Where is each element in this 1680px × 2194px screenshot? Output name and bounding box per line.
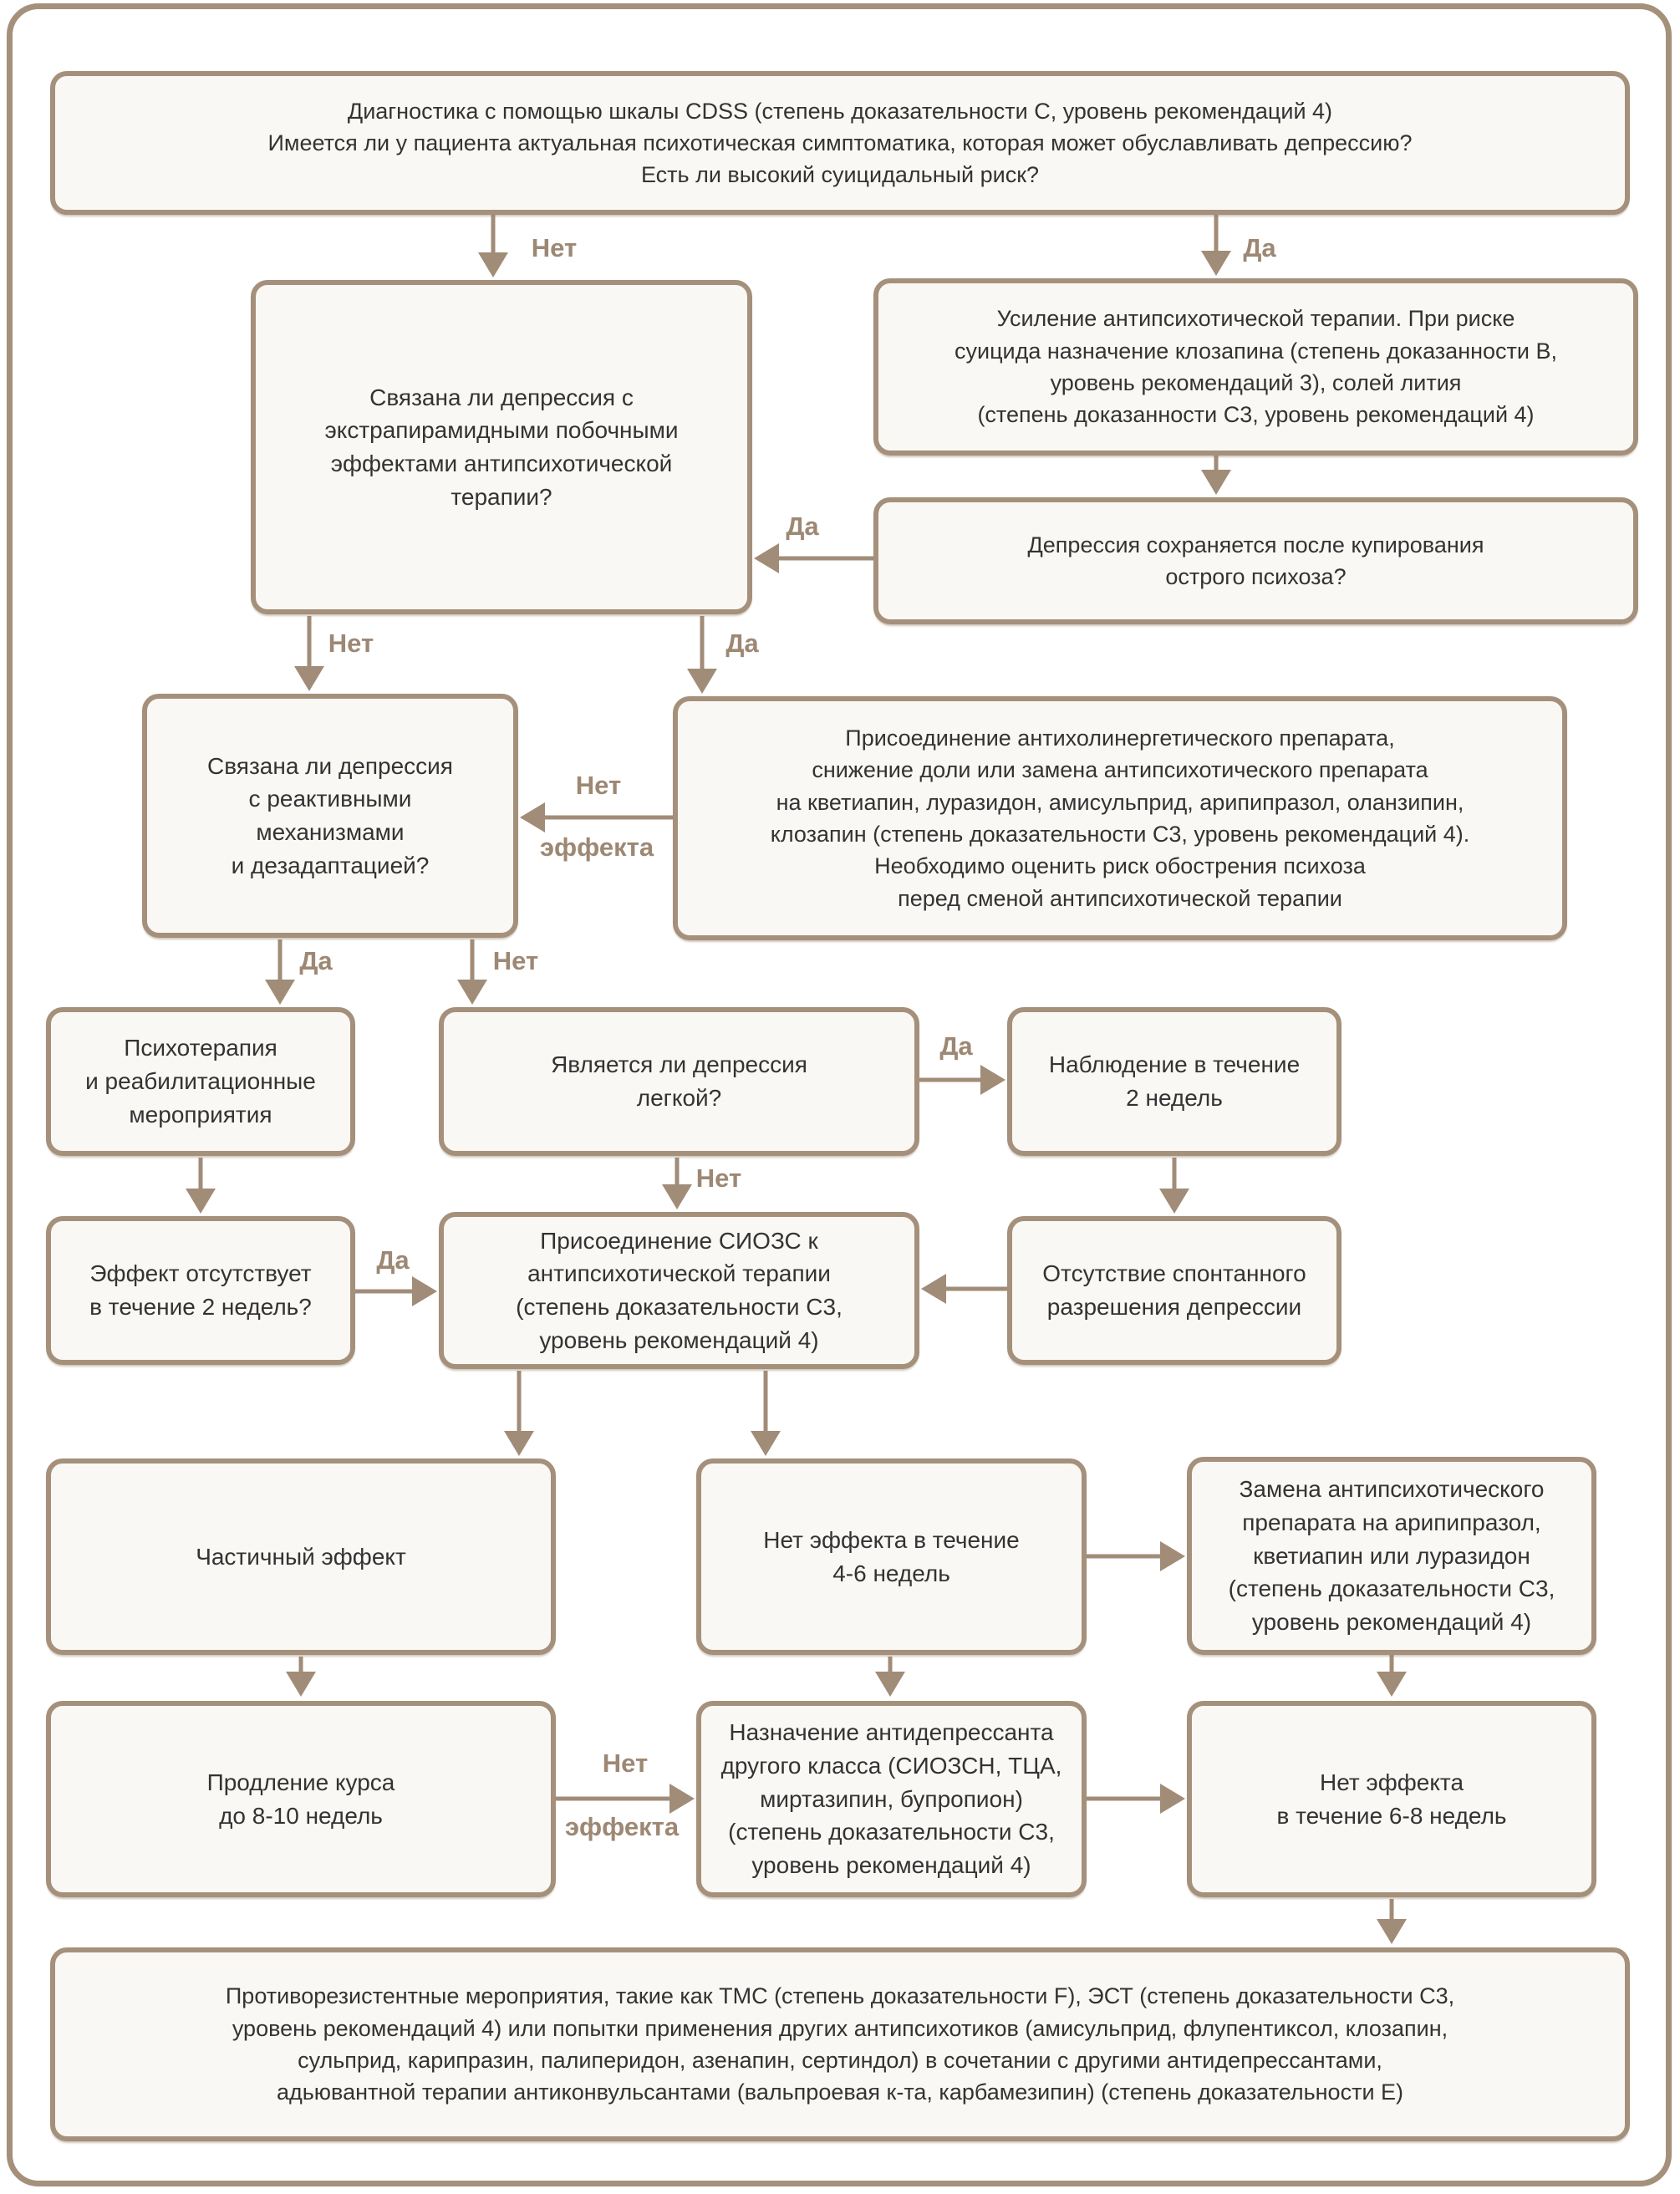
node-anticholinergic: Присоединение антихолинергетического пре… [673, 696, 1567, 940]
node-other-antidepressant: Назначение антидепрессанта другого класс… [696, 1701, 1087, 1897]
edge-label-yes: Да [786, 512, 819, 541]
node-text: Является ли депрессия легкой? [551, 1051, 807, 1111]
node-add-ssri: Присоединение СИОЗС к антипсихотической … [439, 1212, 919, 1369]
edge-label-yes: Да [299, 946, 333, 975]
node-prolong-course: Продление курса до 8-10 недель [46, 1701, 556, 1897]
node-text: Нет эффекта в течение 6-8 недель [1276, 1769, 1507, 1829]
node-diagnostics-cdss: Диагностика с помощью шкалы CDSS (степен… [50, 71, 1630, 215]
node-eps-question: Связана ли депрессия с экстрапирамидными… [251, 280, 752, 614]
edge-label-no-effect-line1: Нет [602, 1749, 649, 1778]
edge-label-no: Нет [531, 233, 578, 262]
edge-label-no: Нет [695, 1163, 742, 1193]
node-no-effect-2w: Эффект отсутствует в течение 2 недель? [46, 1216, 355, 1365]
node-switch-antipsychotic: Замена антипсихотического препарата на а… [1187, 1457, 1596, 1655]
node-text: Наблюдение в течение 2 недель [1048, 1051, 1301, 1111]
node-text: Связана ли депрессия с экстрапирамидными… [324, 384, 679, 510]
edge-label-no: Нет [328, 629, 374, 658]
node-psychotherapy: Психотерапия и реабилитационные мероприя… [46, 1007, 355, 1156]
edge-label-no-effect-line2: эффекта [539, 832, 654, 862]
node-text: Противорезистентные мероприятия, такие к… [225, 1983, 1455, 2105]
node-text: Усиление антипсихотической терапии. При … [954, 306, 1557, 428]
node-text: Назначение антидепрессанта другого класс… [720, 1719, 1062, 1879]
node-observation-2w: Наблюдение в течение 2 недель [1007, 1007, 1341, 1156]
edge-label-yes: Да [1243, 233, 1276, 262]
node-text: Связана ли депрессия с реактивными механ… [207, 752, 453, 878]
node-text: Депрессия сохраняется после купирования … [1027, 532, 1484, 589]
edge-label-no-effect-line2: эффекта [564, 1812, 680, 1841]
edge-label-yes: Да [939, 1031, 973, 1061]
node-text: Эффект отсутствует в течение 2 недель? [89, 1260, 312, 1320]
node-text: Нет эффекта в течение 4-6 недель [763, 1526, 1020, 1586]
node-depression-persists: Депрессия сохраняется после купирования … [873, 497, 1638, 624]
edge-label-no-effect-line1: Нет [575, 771, 622, 800]
node-text: Продление курса до 8-10 недель [206, 1769, 395, 1829]
edge-label-yes: Да [376, 1245, 410, 1275]
node-intensify-therapy: Усиление антипсихотической терапии. При … [873, 278, 1638, 456]
node-partial-effect: Частичный эффект [46, 1458, 556, 1655]
node-no-spontaneous: Отсутствие спонтанного разрешения депрес… [1007, 1216, 1341, 1365]
node-text: Присоединение антихолинергетического пре… [770, 725, 1470, 911]
node-text: Замена антипсихотического препарата на а… [1228, 1476, 1555, 1636]
node-resistant-measures: Противорезистентные мероприятия, такие к… [50, 1947, 1630, 2141]
node-text: Присоединение СИОЗС к антипсихотической … [516, 1227, 843, 1353]
node-text: Диагностика с помощью шкалы CDSS (степен… [267, 98, 1413, 188]
node-reactive-question: Связана ли депрессия с реактивными механ… [142, 694, 518, 938]
edge-label-no: Нет [492, 946, 539, 975]
edge-label-yes: Да [725, 629, 759, 658]
node-mild-question: Является ли депрессия легкой? [439, 1007, 919, 1156]
node-no-effect-46w: Нет эффекта в течение 4-6 недель [696, 1458, 1087, 1655]
node-text: Психотерапия и реабилитационные мероприя… [85, 1035, 316, 1128]
node-no-effect-68w: Нет эффекта в течение 6-8 недель [1187, 1701, 1596, 1897]
node-text: Отсутствие спонтанного разрешения депрес… [1042, 1260, 1306, 1320]
outer-frame [7, 3, 1672, 2186]
node-text: Частичный эффект [196, 1543, 406, 1570]
